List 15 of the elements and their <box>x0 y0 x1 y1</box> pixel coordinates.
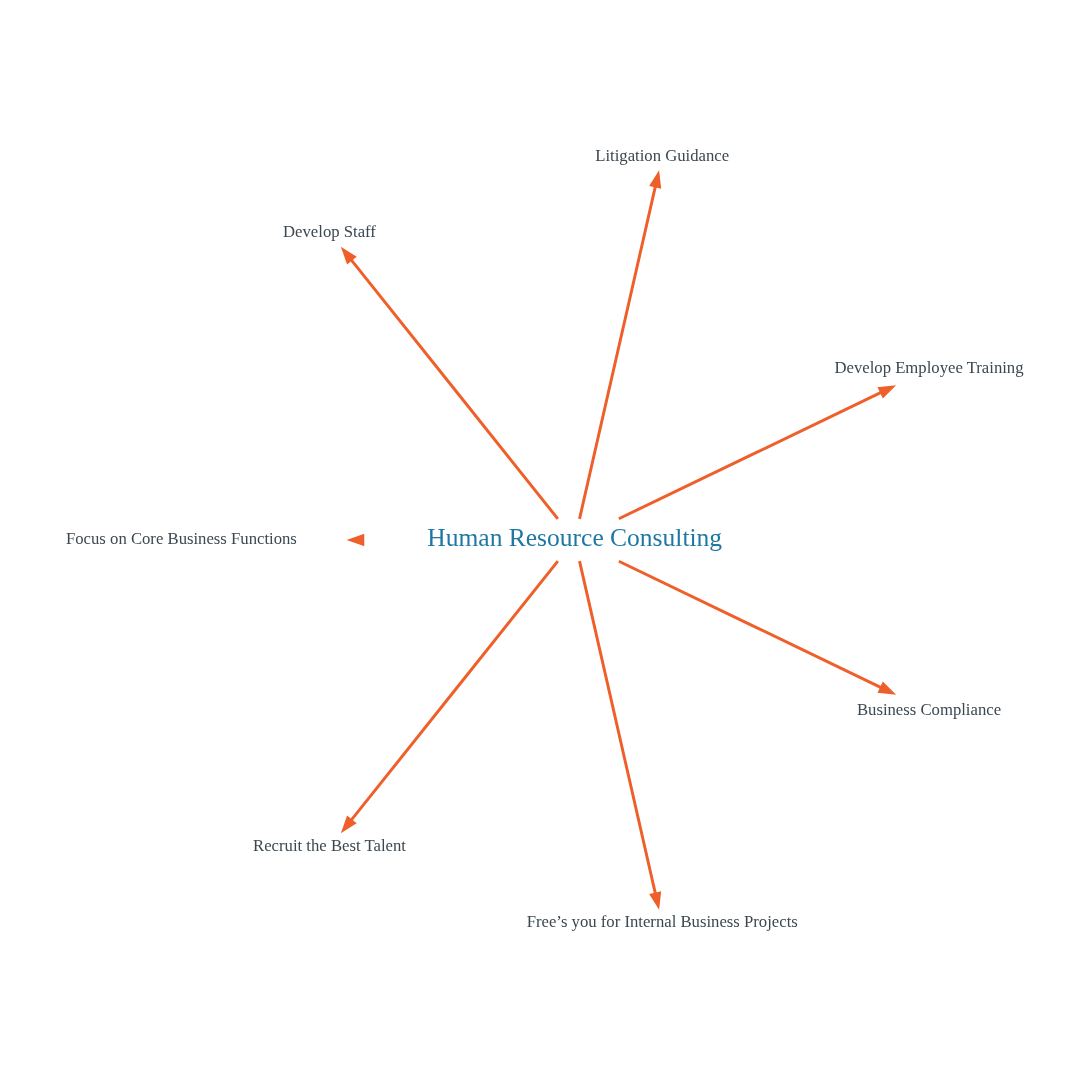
arrow <box>578 170 662 520</box>
arrow <box>340 560 559 834</box>
node-text: Litigation Guidance <box>595 145 730 165</box>
node-text: Focus on Core Business Functions <box>66 529 297 549</box>
node-text: Business Compliance <box>856 699 1002 719</box>
node-text: Develop Employee Training <box>834 358 1024 378</box>
arrow <box>618 559 897 695</box>
node-text: Human Resource Consulting <box>427 523 723 553</box>
arrow <box>340 246 559 520</box>
arrow <box>346 533 365 547</box>
arrow <box>578 560 662 910</box>
node-text: Develop Staff <box>283 221 376 241</box>
arrow <box>618 385 897 521</box>
node-text: Free’s you for Internal Business Projects <box>526 912 798 932</box>
node-text: Recruit the Best Talent <box>253 836 406 856</box>
